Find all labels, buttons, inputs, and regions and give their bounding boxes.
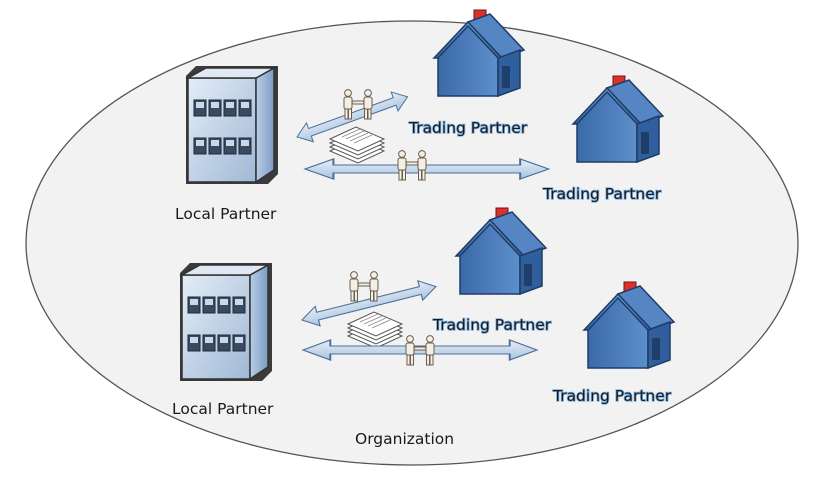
- local-partner-building-1: [185, 65, 279, 185]
- trading-partner-label-2a: Trading Partner: [432, 316, 552, 334]
- organization-boundary: [25, 20, 799, 466]
- local-partner-label-2: Local Partner: [172, 400, 274, 418]
- trading-partner-label-1b: Trading Partner: [542, 185, 662, 203]
- trading-partner-label-2b: Trading Partner: [552, 387, 672, 405]
- organization-label: Organization: [355, 430, 454, 448]
- local-partner-label-1: Local Partner: [175, 205, 277, 223]
- trading-partner-label-1a: Trading Partner: [408, 119, 528, 137]
- local-partner-building-2: [179, 262, 273, 382]
